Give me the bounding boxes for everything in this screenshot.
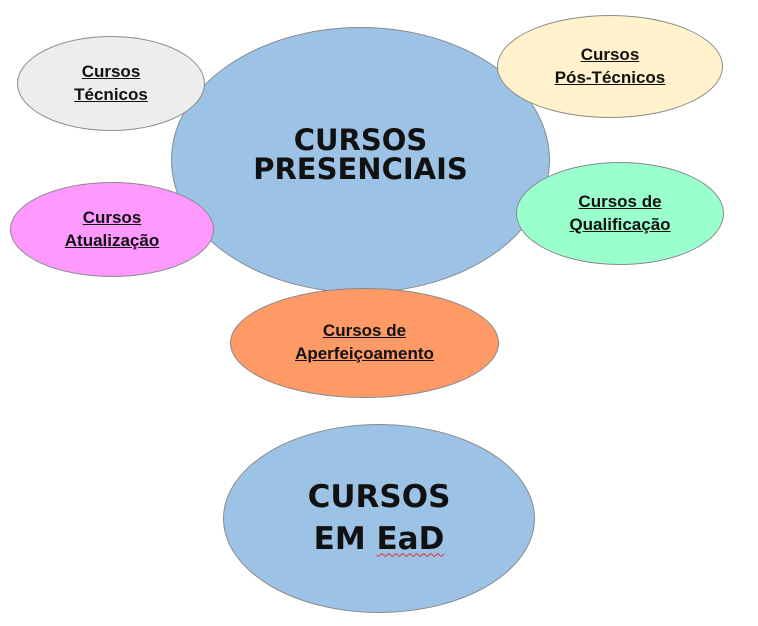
cursos-qualificacao-line2: Qualificação — [569, 214, 671, 234]
cursos-pos-tecnicos-line2: Pós-Técnicos — [554, 67, 666, 87]
cursos-ead-line2-word: EaD — [376, 520, 445, 557]
cursos-ead-line2-prefix: EM — [313, 520, 377, 557]
cursos-atualizacao-node[interactable]: Cursos Atualização — [10, 182, 214, 277]
cursos-tecnicos-line2: Técnicos — [74, 84, 148, 104]
cursos-presenciais-line2: PRESENCIAIS — [253, 152, 468, 186]
cursos-aperfeicoamento-line2: Aperfeiçoamento — [295, 344, 434, 363]
cursos-presenciais-node[interactable]: CURSOS PRESENCIAIS — [171, 27, 550, 293]
cursos-atualizacao-line2: Atualização — [64, 230, 160, 250]
cursos-presenciais-line1: CURSOS — [293, 122, 428, 157]
cursos-aperfeicoamento-node[interactable]: Cursos de Aperfeiçoamento — [230, 288, 499, 398]
cursos-ead-line1: CURSOS — [307, 478, 451, 515]
cursos-ead-line2: EM EaD — [314, 519, 445, 561]
cursos-qualificacao-line1: Cursos de — [578, 191, 662, 211]
cursos-tecnicos-node[interactable]: Cursos Técnicos — [17, 36, 205, 131]
cursos-ead-node[interactable]: CURSOS EM EaD — [223, 424, 535, 613]
cursos-pos-tecnicos-node[interactable]: Cursos Pós-Técnicos — [497, 15, 723, 118]
cursos-atualizacao-line1: Cursos — [82, 207, 142, 227]
cursos-tecnicos-line1: Cursos — [81, 61, 141, 81]
cursos-qualificacao-node[interactable]: Cursos de Qualificação — [516, 162, 724, 265]
cursos-aperfeicoamento-line1: Cursos de — [322, 321, 407, 341]
cursos-pos-tecnicos-line1: Cursos — [580, 44, 640, 64]
